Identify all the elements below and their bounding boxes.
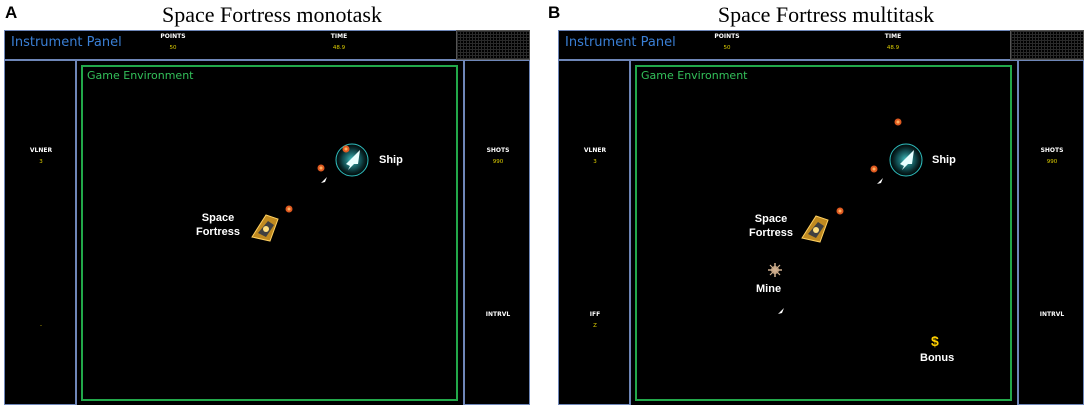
shots-value: 990 — [492, 159, 504, 165]
vlner-value: 3 — [593, 159, 597, 165]
shell-icon — [342, 145, 350, 153]
instrument-panel-right: SHOTS 990 INTRVL — [1018, 60, 1084, 405]
missile-icon — [778, 308, 784, 314]
points-value: 50 — [169, 45, 177, 51]
instrument-panel-top: Instrument Panel POINTS 50 TIME 48.9 — [4, 30, 530, 60]
instrument-panel-left: VLNER 3 IFF Z — [558, 60, 630, 405]
shell-icon — [317, 164, 325, 172]
fortress-label-line2: Fortress — [748, 227, 794, 239]
bonus-symbol: $ — [931, 333, 939, 349]
shots-value: 990 — [1046, 159, 1058, 165]
instrument-panel-right: SHOTS 990 INTRVL — [464, 60, 530, 405]
points-value: 50 — [723, 45, 731, 51]
vlner-value: 3 — [39, 159, 43, 165]
iff-value: - — [40, 323, 42, 329]
fortress-label-line1: Space — [201, 212, 235, 224]
iff-label: IFF — [589, 311, 601, 318]
time-label: TIME — [884, 33, 902, 40]
iff-value: Z — [593, 323, 597, 329]
panel-title-a: Space Fortress monotask — [162, 2, 382, 27]
environment-frame — [76, 60, 464, 405]
instrument-panel-top: Instrument Panel POINTS 50 TIME 48.9 — [558, 30, 1084, 60]
fortress-icon — [251, 214, 279, 242]
intrvl-label: INTRVL — [485, 311, 511, 318]
game-environment-label: Game Environment — [87, 69, 194, 82]
time-value: 48.9 — [886, 45, 900, 51]
panel-title-b: Space Fortress multitask — [717, 2, 935, 27]
panel-letter-a: A — [5, 3, 18, 22]
missile-icon — [877, 178, 883, 184]
fortress-label: Space Fortress — [744, 212, 798, 240]
missile-icon — [321, 177, 327, 183]
fortress-label-line1: Space — [754, 213, 788, 225]
environment-frame — [630, 60, 1018, 405]
points-label: POINTS — [160, 33, 186, 40]
ship-icon — [335, 143, 369, 177]
fortress-label-line2: Fortress — [195, 226, 241, 238]
game-screen-b: Instrument Panel POINTS 50 TIME 48.9 VLN… — [558, 30, 1084, 405]
bonus-label: Bonus — [920, 352, 955, 364]
shell-icon — [836, 207, 844, 215]
panel-letter-b: B — [548, 3, 561, 22]
shots-label: SHOTS — [486, 147, 510, 154]
ship-icon — [889, 143, 923, 177]
shell-icon — [285, 205, 293, 213]
vlner-label: VLNER — [29, 147, 53, 154]
ship-label: Ship — [379, 154, 403, 166]
game-environment: Game Environment — [81, 65, 458, 401]
grid-corner — [456, 30, 530, 60]
game-screen-a: Instrument Panel POINTS 50 TIME 48.9 VLN… — [4, 30, 530, 405]
instrument-panel-label: Instrument Panel — [11, 35, 122, 50]
grid-corner — [1010, 30, 1084, 60]
shell-icon — [894, 118, 902, 126]
mine-icon — [768, 263, 782, 277]
shots-label: SHOTS — [1040, 147, 1064, 154]
instrument-panel-label: Instrument Panel — [565, 35, 676, 50]
mine-label: Mine — [756, 283, 782, 295]
shell-icon — [870, 165, 878, 173]
fortress-icon — [801, 215, 829, 243]
intrvl-label: INTRVL — [1039, 311, 1065, 318]
instrument-panel-left: VLNER 3 - — [4, 60, 76, 405]
points-label: POINTS — [714, 33, 740, 40]
game-environment: Game Environment — [635, 65, 1012, 401]
ship-label: Ship — [932, 154, 956, 166]
time-label: TIME — [330, 33, 348, 40]
vlner-label: VLNER — [583, 147, 607, 154]
time-value: 48.9 — [332, 45, 346, 51]
game-environment-label: Game Environment — [641, 69, 748, 82]
fortress-label: Space Fortress — [191, 211, 245, 239]
